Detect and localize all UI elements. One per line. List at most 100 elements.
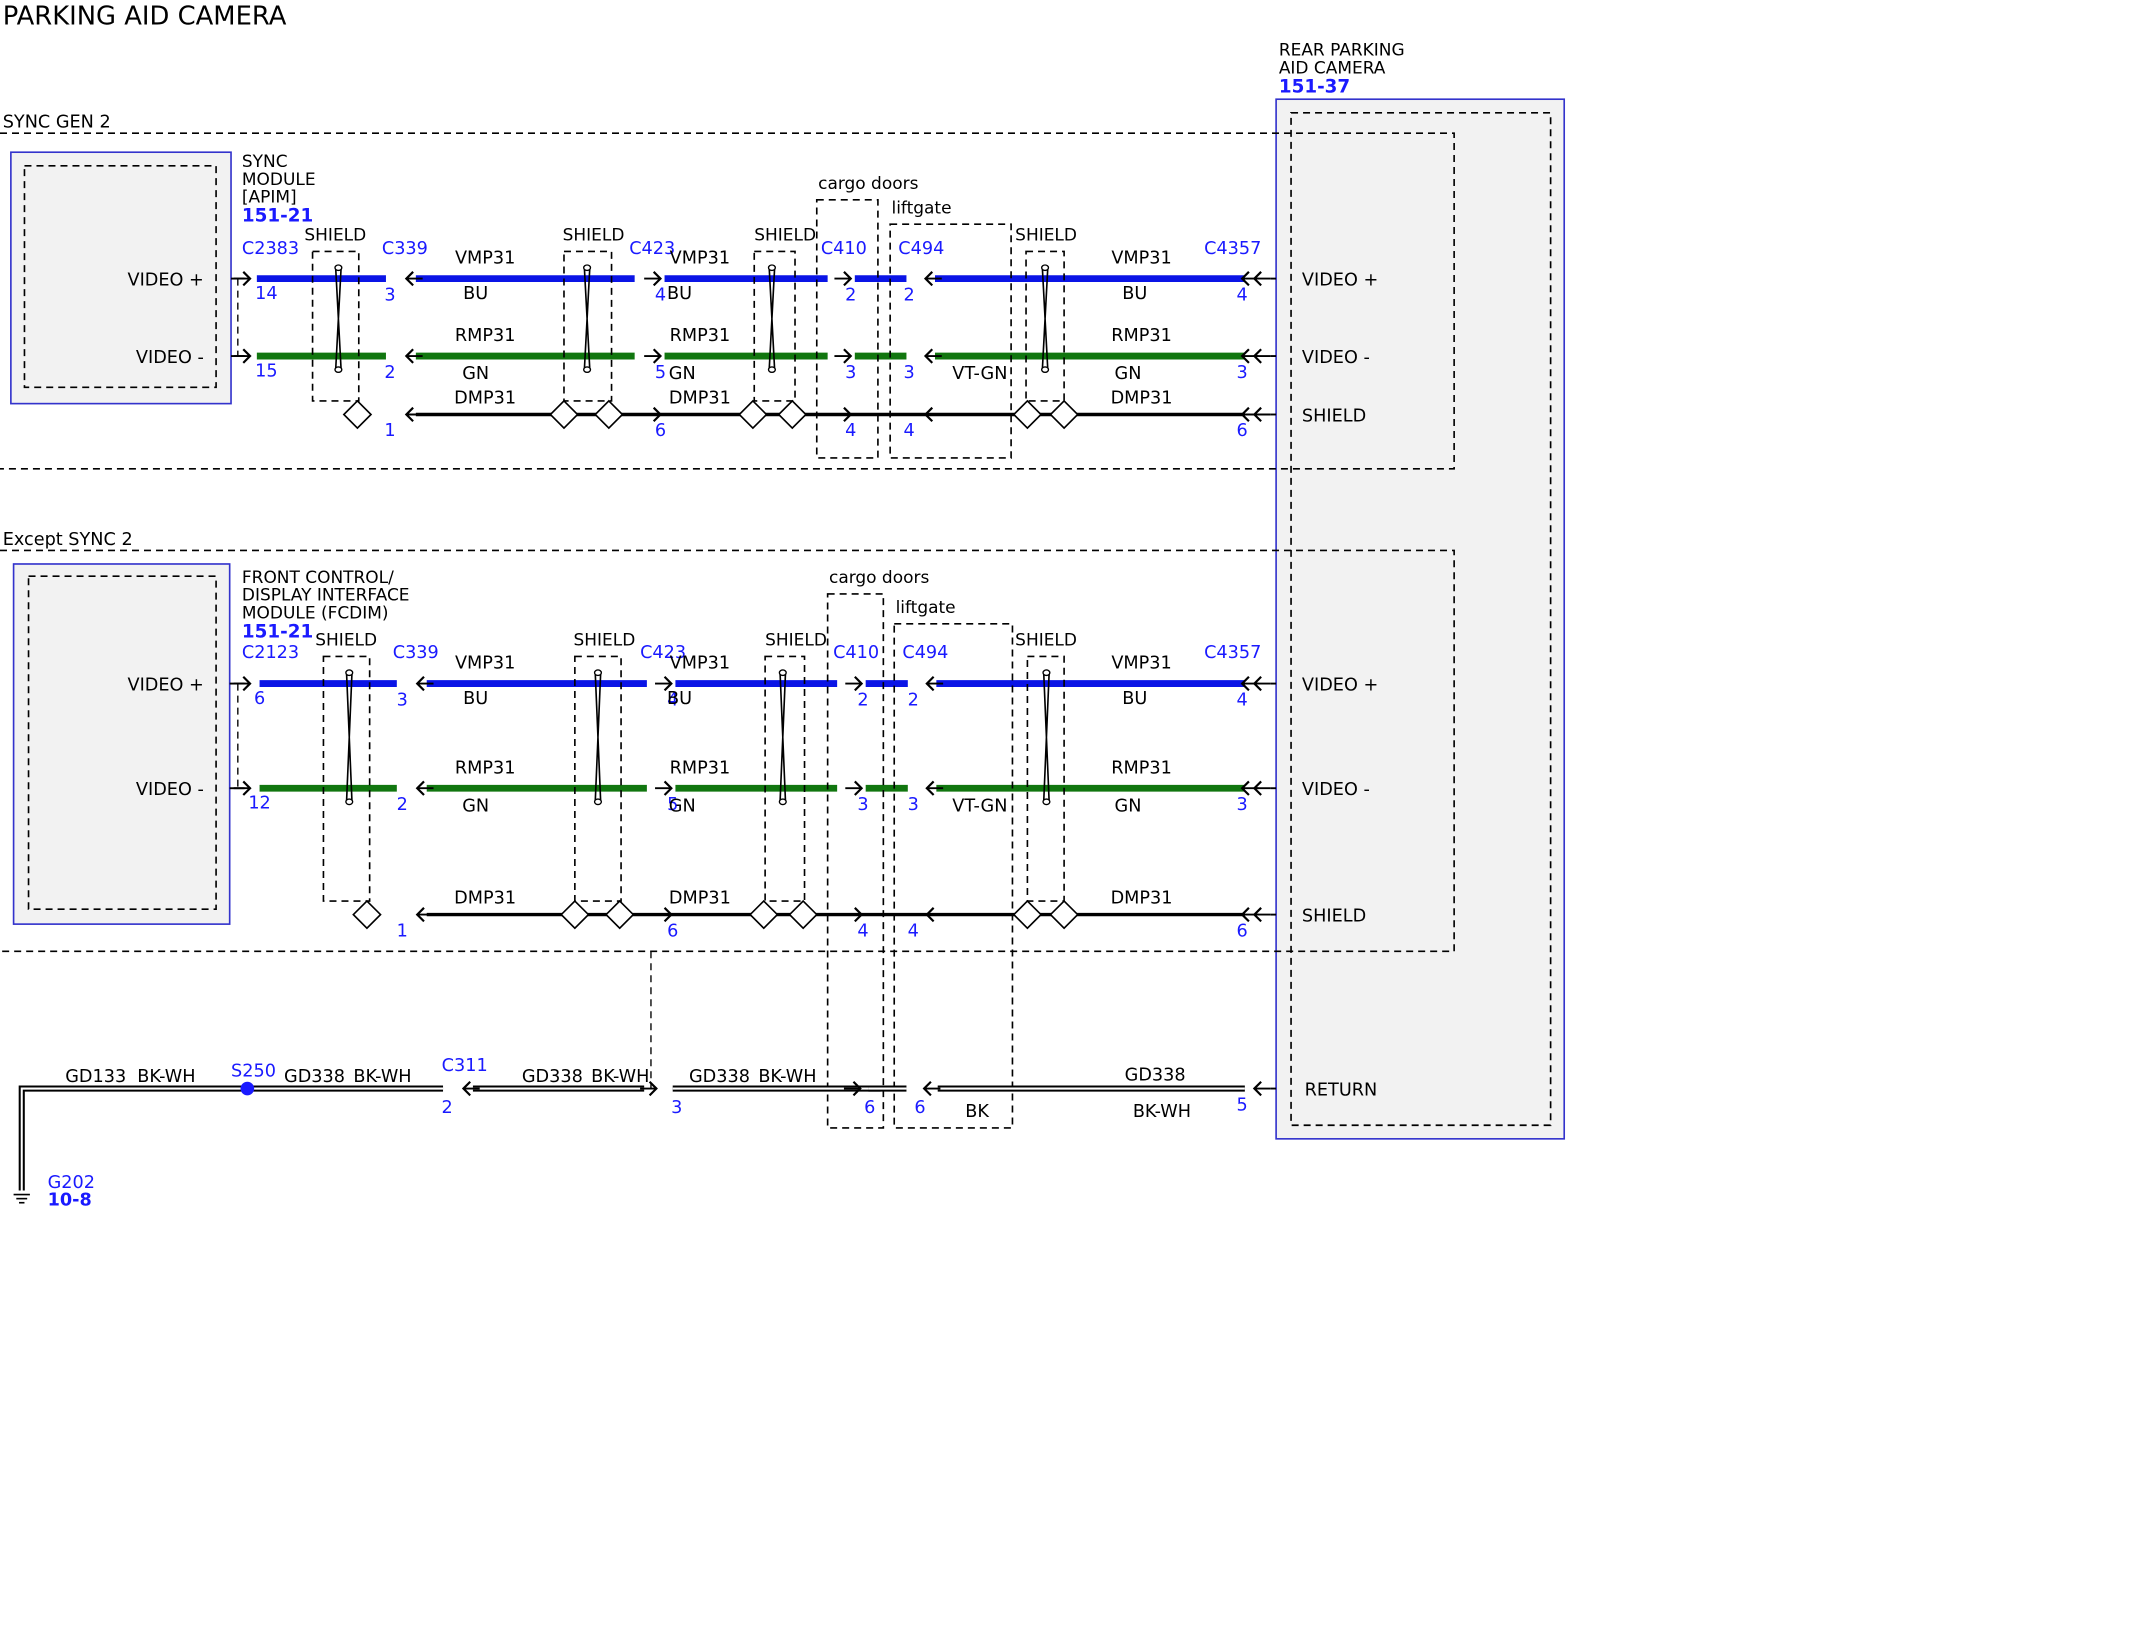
sec1-circuit-label: VMP31	[670, 249, 730, 269]
sec1-twisted-pair-icon	[334, 267, 342, 370]
sec2-circuit-label: DMP31	[454, 889, 516, 909]
sec2-drain-diamond-icon	[788, 899, 818, 930]
sec1-module-label: SYNC	[242, 152, 288, 172]
ground-circuit-label: GD338	[522, 1067, 583, 1087]
ground-color-label: BK-WH	[758, 1067, 816, 1087]
sec1-circuit-label: RMP31	[455, 326, 516, 346]
sec2-liftgate-label: liftgate	[896, 598, 956, 618]
sec2-pin-number: 3	[1237, 795, 1248, 815]
sec1-connector-id: C339	[382, 239, 428, 259]
sec2-shield-box	[1026, 655, 1065, 902]
ground-id: G202	[48, 1173, 95, 1193]
twist-end	[334, 366, 343, 374]
sec2-drain-diamond-icon	[560, 899, 590, 930]
sec2-twisted-pair-icon	[594, 672, 602, 802]
sec1-cargo-doors-label: cargo doors	[818, 174, 918, 194]
sec1-color-label: GN	[669, 364, 696, 384]
twist-end	[345, 798, 354, 806]
sec1-drain-diamond-icon	[342, 399, 373, 430]
sec2-color-label: GN	[1115, 796, 1142, 816]
sec1-color-label: BU	[667, 284, 692, 304]
sec2-module-label: MODULE (FCDIM)	[242, 603, 389, 623]
sec1-liftgate-box	[889, 223, 1012, 459]
sec2-pin-number: 2	[908, 690, 919, 710]
twist-end	[767, 264, 776, 272]
sec2-option-header: Except SYNC 2	[3, 530, 133, 550]
sec2-circuit-label: DMP31	[669, 889, 731, 909]
sec1-pin-number: 5	[655, 363, 666, 383]
sec2-connector-id: C339	[393, 643, 439, 663]
twist-end	[583, 264, 592, 272]
sec2-module-pin-label: VIDEO -	[136, 780, 204, 800]
sec1-shield-label: SHIELD	[304, 226, 366, 246]
twist-end	[583, 366, 592, 374]
sec2-pin-number: 5	[667, 795, 678, 815]
sec1-circuit-label: DMP31	[454, 389, 516, 409]
sec1-option-box	[0, 132, 1455, 470]
rear-camera-label: AID CAMERA	[1279, 58, 1386, 78]
sec1-circuit-label: VMP31	[455, 249, 515, 269]
ground-color-label: BK-WH	[591, 1067, 649, 1087]
sec2-pin-number: 6	[1237, 921, 1248, 941]
sec1-pin-number: 3	[904, 363, 915, 383]
sec1-circuit-label: RMP31	[1111, 326, 1172, 346]
ground-pin-number: 6	[914, 1098, 925, 1118]
sec2-shield-box	[574, 655, 622, 902]
sec2-twisted-pair-icon	[779, 672, 787, 802]
sec1-cargo-doors-box	[815, 198, 879, 459]
sec1-camera-pin-label: VIDEO -	[1302, 348, 1370, 368]
twist-end	[593, 669, 603, 677]
sec1-circuit-label: VMP31	[1111, 249, 1171, 269]
sec1-shield-box	[563, 250, 613, 402]
ground-pin-number: 3	[671, 1098, 682, 1118]
ground-pin-number: 6	[864, 1098, 875, 1118]
sec2-pin-number: 2	[397, 795, 408, 815]
sec2-pin-number: 4	[1237, 690, 1248, 710]
splice-dot-icon	[240, 1081, 255, 1096]
sec1-pin-number: 4	[845, 421, 856, 441]
sec2-shield-label: SHIELD	[765, 631, 827, 651]
sec1-drain-diamond-icon	[549, 399, 579, 430]
sec1-module-connector-id: C2383	[242, 239, 299, 259]
sec1-module-ref: 151-21	[242, 206, 313, 227]
sec1-shield-box	[311, 250, 360, 402]
twist-end	[778, 798, 787, 806]
sec2-twisted-pair-icon	[345, 672, 353, 802]
sec2-color-label: VT-GN	[952, 796, 1007, 816]
sec1-pin-number: 3	[845, 363, 856, 383]
sec1-color-label: BU	[1122, 284, 1147, 304]
sec1-color-label: GN	[1115, 364, 1142, 384]
sec2-drain-diamond-icon	[352, 899, 382, 930]
sec2-module-pin: 12	[248, 794, 270, 814]
ground-circuit-label: GD338	[284, 1067, 345, 1087]
sec2-connector-id: C494	[902, 643, 948, 663]
sec1-pin-number: 4	[904, 421, 915, 441]
twist-end	[1040, 264, 1050, 272]
sec2-module-pin: 6	[254, 689, 265, 709]
ground-ref: 10-8	[48, 1190, 92, 1210]
sec2-camera-pin-label: SHIELD	[1302, 906, 1366, 926]
camera-return-label: RETURN	[1305, 1080, 1378, 1100]
twist-end	[767, 366, 776, 374]
twist-end	[1042, 798, 1051, 806]
sec1-pin-number: 1	[384, 421, 395, 441]
sec2-drain-diamond-icon	[604, 899, 635, 930]
sec1-drain-diamond-icon	[594, 399, 624, 430]
ground-color-label: BK	[965, 1102, 989, 1122]
sec2-pin-number: 3	[908, 795, 919, 815]
sec1-twisted-pair-icon	[1041, 267, 1049, 370]
sec2-connector-id: C410	[833, 643, 879, 663]
sec2-pin-number: 4	[908, 921, 919, 941]
sec1-shield-label: SHIELD	[1015, 226, 1077, 246]
twist-end	[345, 669, 354, 677]
sec1-module-pin: 14	[255, 284, 277, 304]
sec2-shield-label: SHIELD	[1015, 631, 1077, 651]
sec2-cargo-doors-label: cargo doors	[829, 568, 929, 588]
sec2-color-label: BU	[667, 689, 692, 709]
sec2-drain-diamond-icon	[1049, 899, 1079, 930]
sec1-module-pin: 15	[255, 361, 277, 381]
sec2-module-box	[12, 563, 231, 925]
sec2-circuit-label: VMP31	[670, 654, 730, 674]
twist-end	[1040, 366, 1050, 374]
